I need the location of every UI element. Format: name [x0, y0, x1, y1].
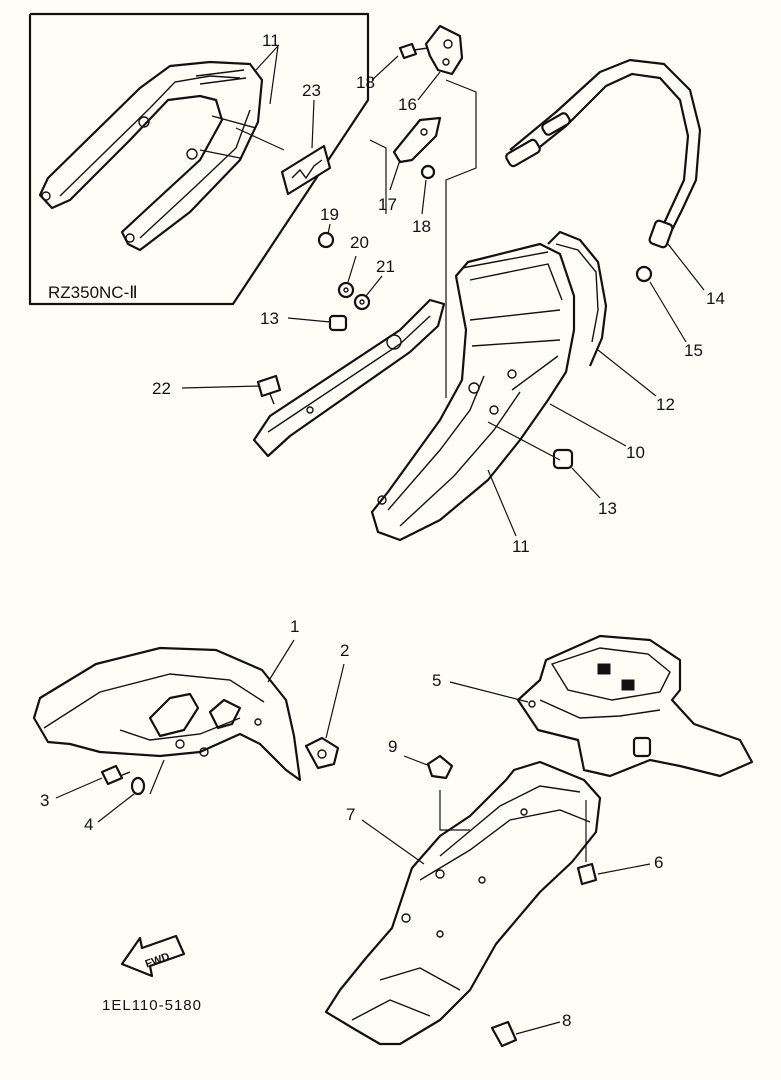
inset-title: RZ350NC-Ⅱ [48, 283, 138, 302]
grab-bar-14 [505, 58, 702, 249]
callout-16: 16 [398, 95, 417, 114]
callout-23: 23 [302, 81, 321, 100]
fitting-2 [304, 736, 340, 770]
callout-10: 10 [626, 443, 645, 462]
callout-5: 5 [432, 671, 441, 690]
screw-18-lower [420, 164, 436, 180]
callout-20: 20 [350, 233, 369, 252]
screw-18-upper [398, 42, 429, 60]
bolt-6 [576, 862, 598, 886]
callout-15: 15 [684, 341, 703, 360]
callout-6: 6 [654, 853, 663, 872]
callout-1: 1 [290, 617, 299, 636]
callout-11-inset: 11 [262, 31, 280, 50]
fwd-arrow-icon: FWD [120, 934, 186, 978]
callout-21: 21 [376, 257, 395, 276]
bolt-3 [100, 764, 131, 786]
callout-17: 17 [378, 195, 397, 214]
callout-13-left: 13 [260, 309, 279, 328]
inset-variant-box: 11 23 RZ350NC-Ⅱ [28, 12, 370, 306]
callout-19: 19 [320, 205, 339, 224]
grommet-13-right [552, 448, 574, 470]
seat-cowl-left-side [252, 298, 446, 458]
clip-9 [426, 754, 454, 780]
drawing-number: 1EL110-5180 [102, 997, 202, 1014]
gasket-12 [547, 230, 608, 367]
callout-18-lower: 18 [412, 217, 431, 236]
callout-14: 14 [706, 289, 725, 308]
callout-12: 12 [656, 395, 675, 414]
callout-4: 4 [84, 815, 93, 834]
seat-cowl-11 [370, 242, 576, 542]
mudguard-7 [324, 760, 602, 1046]
callout-7: 7 [346, 805, 355, 824]
cap-15 [635, 265, 653, 283]
callout-18-upper: 18 [356, 73, 375, 92]
bracket-17 [392, 116, 442, 164]
washer-4 [130, 776, 146, 796]
callout-9: 9 [388, 737, 397, 756]
bracket-16 [424, 24, 464, 76]
callout-11-main: 11 [512, 537, 530, 556]
callout-22: 22 [152, 379, 171, 398]
callout-13-right: 13 [598, 499, 617, 518]
callout-3: 3 [40, 791, 49, 810]
inset-seat-cowl [38, 60, 264, 252]
front-fender-1 [32, 646, 302, 782]
nut-8 [490, 1020, 518, 1048]
screw-22 [256, 374, 282, 405]
rear-fender-5 [516, 634, 754, 778]
callout-8: 8 [562, 1011, 571, 1030]
inset-emblem-23 [280, 144, 332, 196]
callout-2: 2 [340, 641, 349, 660]
nut-21 [353, 293, 371, 311]
screw-19 [317, 231, 335, 249]
washer-20 [337, 281, 355, 299]
grommet-13-left [328, 314, 348, 332]
